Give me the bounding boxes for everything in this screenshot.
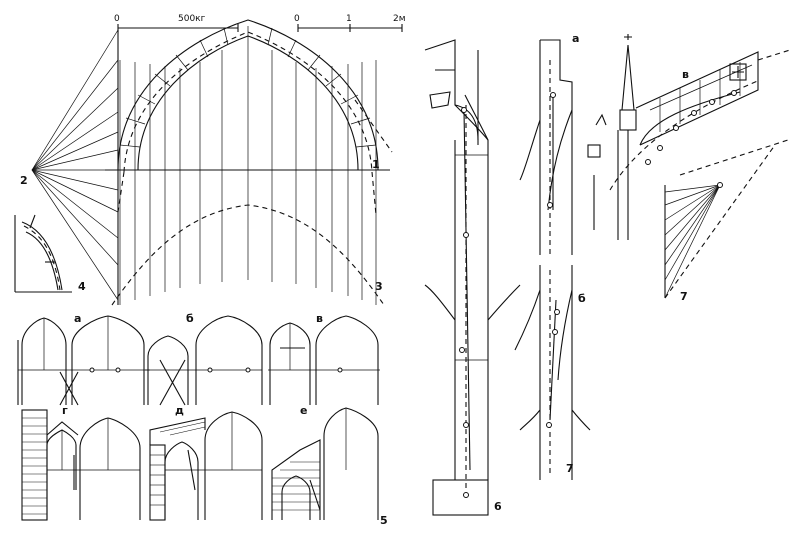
scale-m-zero: 0 — [294, 14, 300, 24]
label-d: д — [175, 404, 184, 417]
label-2: 2 — [20, 174, 28, 187]
scale-m-two: 2м — [393, 14, 406, 24]
label-v: в — [316, 312, 323, 325]
variant-a: а — [17, 312, 150, 406]
tall-pier-figure-6: 6 — [424, 39, 521, 516]
label-3: 3 — [375, 280, 383, 293]
label-a2: а — [572, 32, 579, 45]
scale-kg-zero: 0 — [114, 14, 120, 24]
label-b: б — [186, 312, 194, 325]
label-7a: 7 — [566, 462, 574, 475]
detail-figure-4: 4 — [14, 214, 86, 293]
label-5: 5 — [380, 514, 388, 527]
pier-variants-7: а б 7 — [514, 32, 591, 480]
label-a: а — [74, 312, 81, 325]
label-1: 1 — [372, 158, 380, 171]
variant-b: б — [145, 312, 263, 406]
variant-e: е 5 — [271, 404, 388, 527]
scale-m-one: 1 — [346, 14, 352, 24]
label-4: 4 — [78, 280, 86, 293]
label-b2: б — [578, 292, 586, 305]
variant-d: д — [149, 404, 263, 521]
label-e: е — [300, 404, 307, 417]
variant-g: г — [21, 404, 141, 521]
arch-variants-grid: а б в — [17, 312, 388, 527]
label-v2: в — [682, 68, 689, 81]
main-arch-force-diagram: 0 500кг 0 1 2м — [20, 14, 406, 306]
flying-buttress-figure: в 7 — [587, 34, 791, 303]
label-6: 6 — [494, 500, 502, 513]
variant-v: в — [268, 312, 380, 405]
label-g: г — [62, 404, 68, 417]
scale-kg-value: 500кг — [178, 14, 206, 24]
label-7b: 7 — [680, 290, 688, 303]
